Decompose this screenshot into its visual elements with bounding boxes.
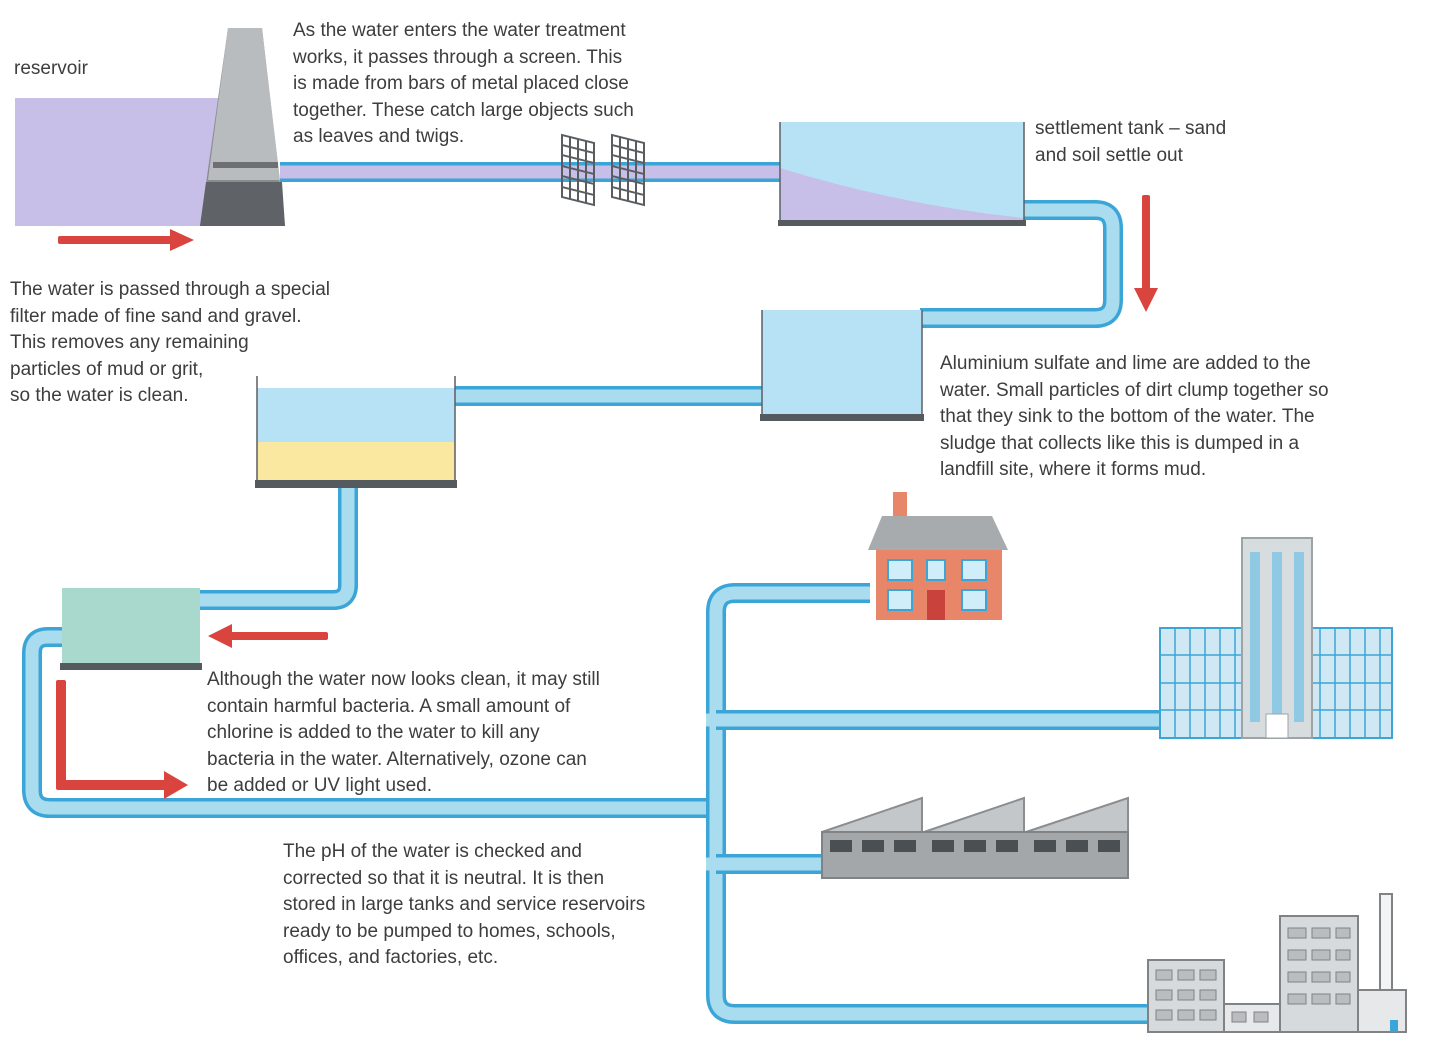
coagulation-tank: [760, 310, 924, 421]
settlement-tank-label: settlement tank – sand and soil settle o…: [1035, 118, 1227, 166]
ph-check-caption: The pH of the water is checked and corre…: [283, 841, 646, 968]
office-building-icon: [1159, 537, 1393, 739]
factory-icon: [821, 796, 1129, 879]
pipe-settlement-to-coagulation: [920, 200, 1123, 328]
pipes: [22, 162, 1165, 1024]
dam-tower-icon: [200, 28, 285, 226]
screen-caption: As the water enters the water treatment …: [293, 20, 634, 147]
industrial-plant-icon: [1147, 893, 1407, 1033]
pipe-filter-to-chlorine: [200, 488, 358, 610]
filter-tank: [255, 376, 457, 488]
flow-arrow-icon: [56, 195, 1158, 799]
screen-grid-icon: [561, 133, 645, 207]
filter-caption: The water is passed through a special fi…: [10, 279, 331, 406]
coagulation-caption: Aluminium sulfate and lime are added to …: [940, 353, 1329, 480]
pipe-distribution-main: [706, 583, 1150, 1024]
house-icon: [868, 492, 1008, 620]
reservoir: [15, 98, 225, 226]
chlorination-tank: [60, 588, 202, 670]
chlorination-caption: Although the water now looks clean, it m…: [207, 669, 600, 796]
settlement-tank: [778, 122, 1026, 226]
reservoir-label: reservoir: [14, 58, 88, 79]
